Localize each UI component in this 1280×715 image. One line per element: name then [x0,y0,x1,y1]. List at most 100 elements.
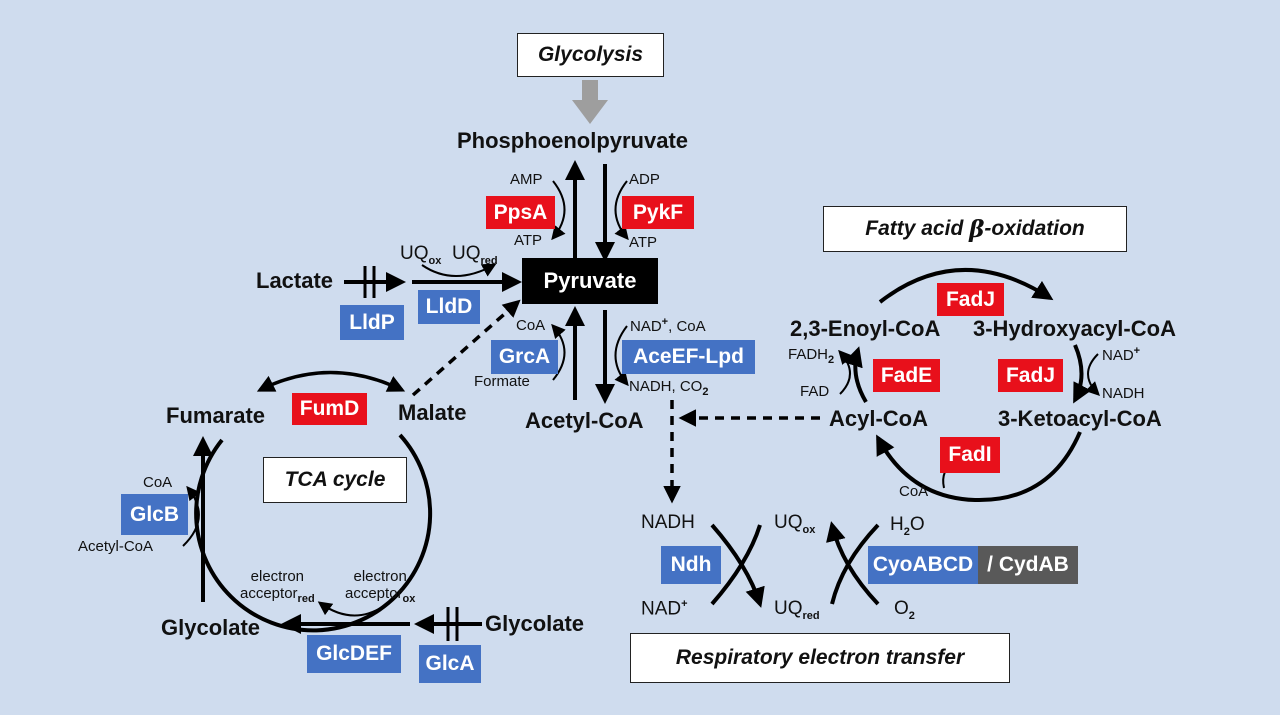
nad-plus-label: NAD+ [641,598,688,620]
ketoacyl-coa-label: 3-Ketoacyl-CoA [998,406,1162,431]
h2o-subscript: 2 [903,525,910,538]
tca-cycle-box: TCA cycle [263,457,407,503]
acyl-coa-label: Acyl-CoA [829,406,929,431]
electron-acceptor-ox-line1: electron [353,568,407,585]
pps-cofactor-curve [551,180,566,241]
aceef-cofactor-curve [614,325,629,387]
glycolate-external-label: Glycolate [485,611,585,636]
electron-acceptor-red-line1: electron [250,568,305,585]
uq-red-cofactor-text: UQ [452,243,481,264]
h2o-label: H2O [890,514,925,538]
uq-ox-cofactor-text: UQ [400,243,429,264]
electron-acceptor-ox-line2: acceptor [345,585,403,602]
fadj-top-arrow [878,268,1054,304]
amp-label: AMP [510,171,543,188]
uq-red-text: UQ [774,598,803,619]
uq-red-subscript: red [802,609,820,622]
atp-right-label: ATP [629,234,658,251]
pyk-cofactor-curve [614,180,629,241]
fadj-nad-label: NAD+ [1102,345,1140,364]
enzyme-fadj-middle: FadJ [998,359,1063,392]
nad-coa-text-a: NAD [630,318,662,335]
adp-label: ADP [629,171,660,188]
nad-plus-sign: + [681,598,688,610]
uq-ox-cofactor: UQox [400,243,441,267]
electron-acceptor-red-label: electron acceptorred [240,568,315,608]
formate-label: Formate [474,373,530,390]
fatty-acid-prefix: Fatty acid [865,217,970,240]
grca-coa-label: CoA [516,317,546,334]
uq-ox-text: UQ [774,512,803,533]
oxidation-suffix: -oxidation [984,217,1085,240]
enzyme-grca: GrcA [491,340,558,374]
fadi-coa-label: CoA [899,483,929,500]
fad-label: FAD [800,383,830,400]
fadj-mid-arrow [1073,344,1092,404]
cyo-curve-down [830,523,880,605]
enzyme-glca: GlcA [419,645,481,683]
nad-coa-label: NAD+, CoA [630,316,706,335]
fadi-arrow [876,431,1082,503]
uq-curve [421,263,497,277]
uq-ox-cofactor-sub: ox [428,254,442,267]
glycolysis-label: Glycolysis [537,43,644,66]
uq-red-label: UQred [774,598,820,622]
nadh-label: NADH [641,512,695,533]
o2-label: O2 [894,598,915,622]
enoyl-coa-label: 2,3-Enoyl-CoA [790,316,941,341]
uq-ox-subscript: ox [802,523,816,536]
enzyme-pykf: PykF [622,196,694,229]
enzyme-fumd: FumD [292,393,367,425]
uq-red-cofactor: UQred [452,243,498,267]
ndh-curve-up [710,524,762,606]
glcb-cofactor-curve [182,485,201,547]
nad-text: NAD [641,598,682,620]
h2o-o: O [909,514,925,535]
fadj-nad-text: NAD [1102,347,1134,364]
tca-cycle-circle [194,433,433,633]
malate-label: Malate [398,400,467,425]
respiratory-label: Respiratory electron transfer [675,646,965,669]
phosphoenolpyruvate-label: Phosphoenolpyruvate [457,128,689,153]
nadh-co2-label: NADH, CO2 [629,378,708,398]
nadh-co2-sub: 2 [702,386,709,398]
fadj-cofactor-curve [1085,353,1100,396]
fumd-arrow [256,370,406,392]
enzyme-glcb: GlcB [121,494,188,535]
fadj-nadh-label: NADH [1102,385,1145,402]
enzyme-fadi: FadI [940,437,1000,473]
pyruvate-label: Pyruvate [543,268,637,293]
enzyme-ppsa: PpsA [486,196,555,229]
acetyl-coa-label: Acetyl-CoA [525,408,644,433]
enzyme-lldd: LldD [418,290,480,324]
fadh2-sub: 2 [828,354,835,366]
respiratory-electron-transfer-box: Respiratory electron transfer [630,633,1010,683]
enzyme-fade: FadE [873,359,940,392]
uq-red-cofactor-sub: red [480,254,498,267]
hydroxyacyl-coa-label: 3-Hydroxyacyl-CoA [973,316,1176,341]
enzyme-glcdef: GlcDEF [307,635,401,673]
fatty-acid-oxidation-box: Fatty acid β-oxidation [823,206,1127,252]
fade-cofactor-curve [838,349,853,395]
enzyme-cydab: / CydAB [978,546,1078,584]
fadh2-text: FADH [788,346,829,363]
enzyme-aceef-lpd: AceEF-Lpd [622,340,755,374]
glycolysis-arrow [572,80,608,124]
nad-coa-plus: + [661,316,669,328]
glcb-coa-label: CoA [143,474,173,491]
fumarate-label: Fumarate [166,403,266,428]
o2-subscript: 2 [908,609,915,622]
enzyme-lldp: LldP [340,305,404,340]
electron-acceptor-curve [317,601,389,617]
glycolysis-label-box: Glycolysis [517,33,664,77]
pyruvate-box: Pyruvate [522,258,658,304]
uq-ox-label: UQox [774,512,815,536]
enzyme-cyoabcd: CyoABCD [868,546,978,584]
enzyme-ndh: Ndh [661,546,721,584]
beta-symbol: β [969,215,985,243]
malate-to-pyruvate-arrow [411,299,521,397]
o2-o: O [894,598,909,619]
glcb-acetyl-coa-label: Acetyl-CoA [78,538,154,555]
